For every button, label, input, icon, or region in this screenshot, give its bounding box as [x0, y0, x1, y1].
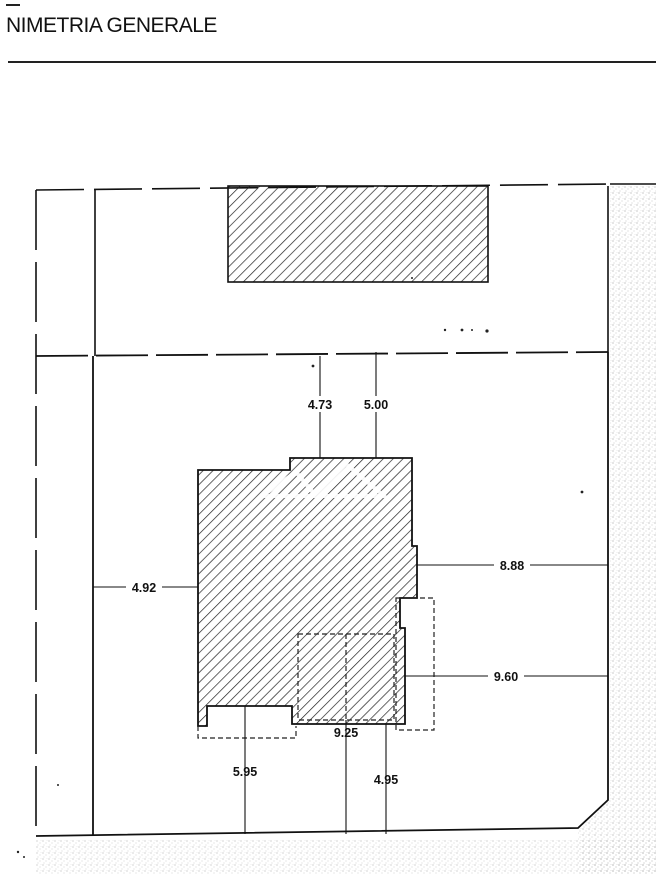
outer-boundary [35, 183, 656, 836]
scan-marks [16, 277, 584, 858]
title-tick-mark [6, 4, 20, 6]
dim-label-9-60: 9.60 [494, 670, 518, 684]
dim-label-5-00: 5.00 [364, 398, 388, 412]
dim-label-8-88: 8.88 [500, 559, 524, 573]
terrain-right-shading [578, 186, 656, 874]
main-lot-boundary [35, 351, 609, 837]
dim-label-4-95: 4.95 [374, 773, 398, 787]
dim-label-5-95: 5.95 [233, 765, 257, 779]
plan-title: NIMETRIA GENERALE [6, 14, 217, 37]
dim-label-9-25: 9.25 [334, 726, 358, 740]
dim-label-4-92: 4.92 [132, 581, 156, 595]
terrain-bottom-shading [36, 840, 656, 874]
dim-label-4-73: 4.73 [308, 398, 332, 412]
main-building [197, 457, 418, 727]
dimension-labels: 4.73 5.00 4.92 8.88 9.60 9.25 5.95 4.95 [126, 396, 530, 787]
projection-lines [197, 597, 435, 739]
watermark [255, 461, 390, 500]
neighbour-building [227, 185, 489, 283]
title-underline [8, 61, 656, 63]
